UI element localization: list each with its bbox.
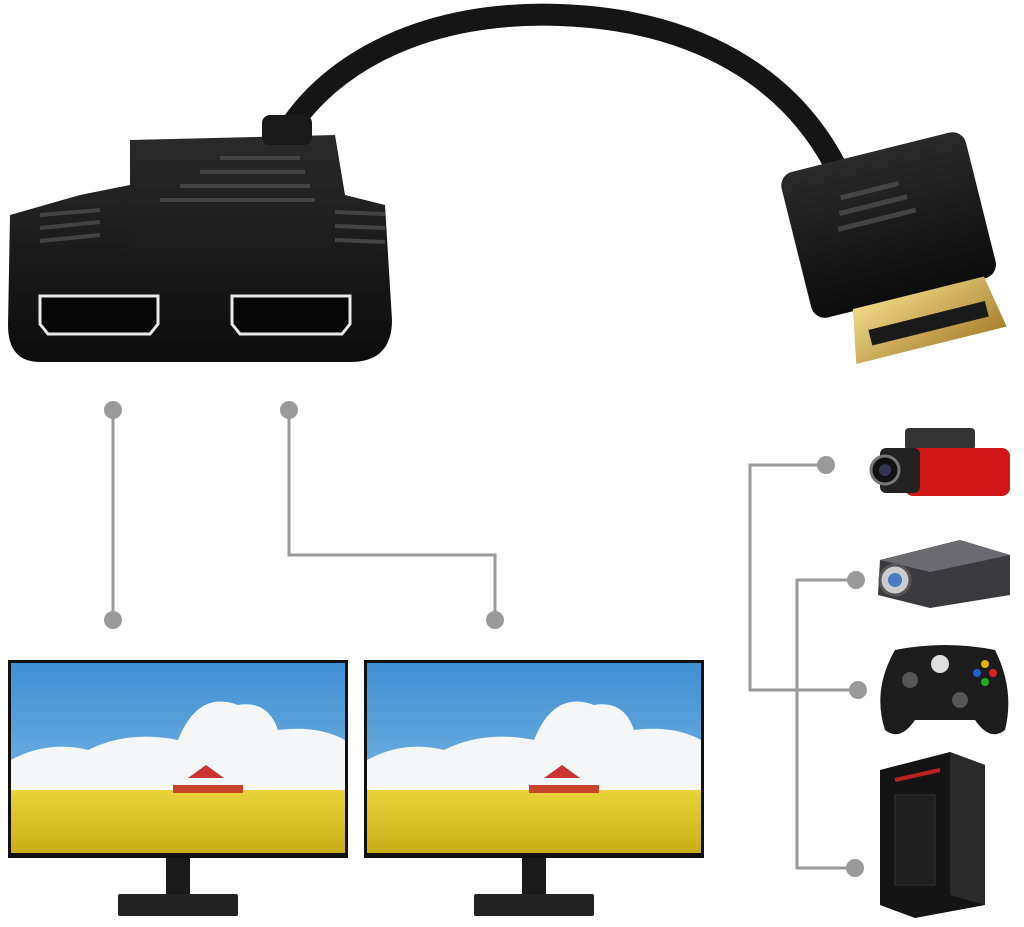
connection-diagram	[111, 410, 858, 870]
splitter-female-end	[8, 115, 392, 362]
connector-dot	[846, 859, 864, 877]
game-controller-icon	[880, 645, 1009, 735]
monitor-icon	[8, 660, 348, 916]
hdmi-cable	[274, 3, 846, 176]
hdmi-male-connector	[781, 132, 1007, 364]
connector-dot	[849, 681, 867, 699]
connector-dot	[817, 456, 835, 474]
camcorder-icon	[869, 428, 1010, 496]
pc-tower-icon	[880, 752, 985, 918]
connector-dot	[280, 401, 298, 419]
projector-icon	[878, 540, 1010, 608]
connector-dot	[104, 611, 122, 629]
hdmi-port-2	[230, 294, 352, 336]
connector-dot	[104, 401, 122, 419]
connector-dot	[486, 611, 504, 629]
hdmi-port-1	[38, 294, 160, 336]
monitor-icon	[364, 660, 704, 916]
connector-dot	[847, 571, 865, 589]
